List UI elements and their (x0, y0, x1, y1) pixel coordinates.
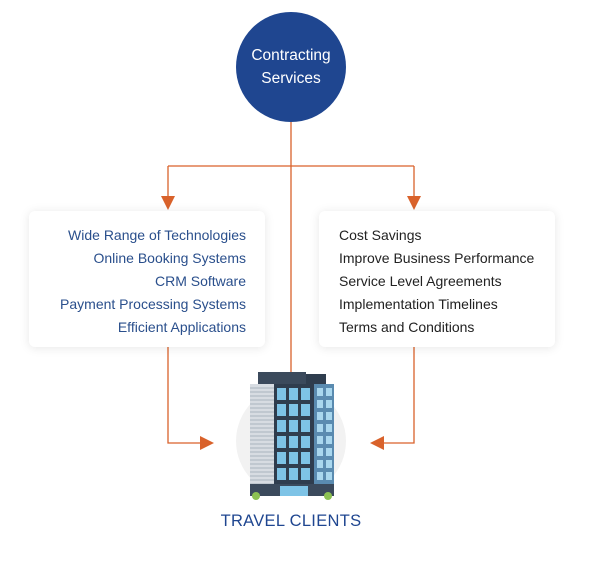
list-item: CRM Software (154, 273, 246, 289)
list-item: Wide Range of Technologies (68, 227, 246, 243)
list-item: Terms and Conditions (339, 319, 475, 335)
list-item: Payment Processing Systems (60, 296, 246, 312)
right-return-line (382, 347, 415, 444)
list-item: Cost Savings (339, 227, 422, 243)
arrow-right-icon (200, 436, 214, 450)
travel-clients-label: TRAVEL CLIENTS (220, 512, 362, 530)
hub-label-line2: Services (261, 70, 321, 87)
contracting-services-hub: Contracting Services (236, 12, 346, 122)
list-item: Improve Business Performance (339, 250, 535, 266)
list-item: Service Level Agreements (339, 273, 502, 289)
office-building-icon (250, 372, 334, 500)
technology-list: Wide Range of Technologies Online Bookin… (60, 224, 246, 339)
arrow-left-icon (370, 436, 384, 450)
list-item: Implementation Timelines (339, 296, 498, 312)
left-return-line (167, 347, 203, 444)
hub-label-line1: Contracting (251, 47, 331, 64)
list-item: Online Booking Systems (93, 250, 246, 266)
benefits-list: Cost Savings Improve Business Performanc… (339, 224, 534, 339)
list-item: Efficient Applications (117, 319, 246, 335)
arrow-down-right-icon (407, 196, 421, 210)
arrow-down-left-icon (161, 196, 175, 210)
benefits-card: Cost Savings Improve Business Performanc… (319, 211, 555, 347)
technology-card: Wide Range of Technologies Online Bookin… (29, 211, 265, 347)
